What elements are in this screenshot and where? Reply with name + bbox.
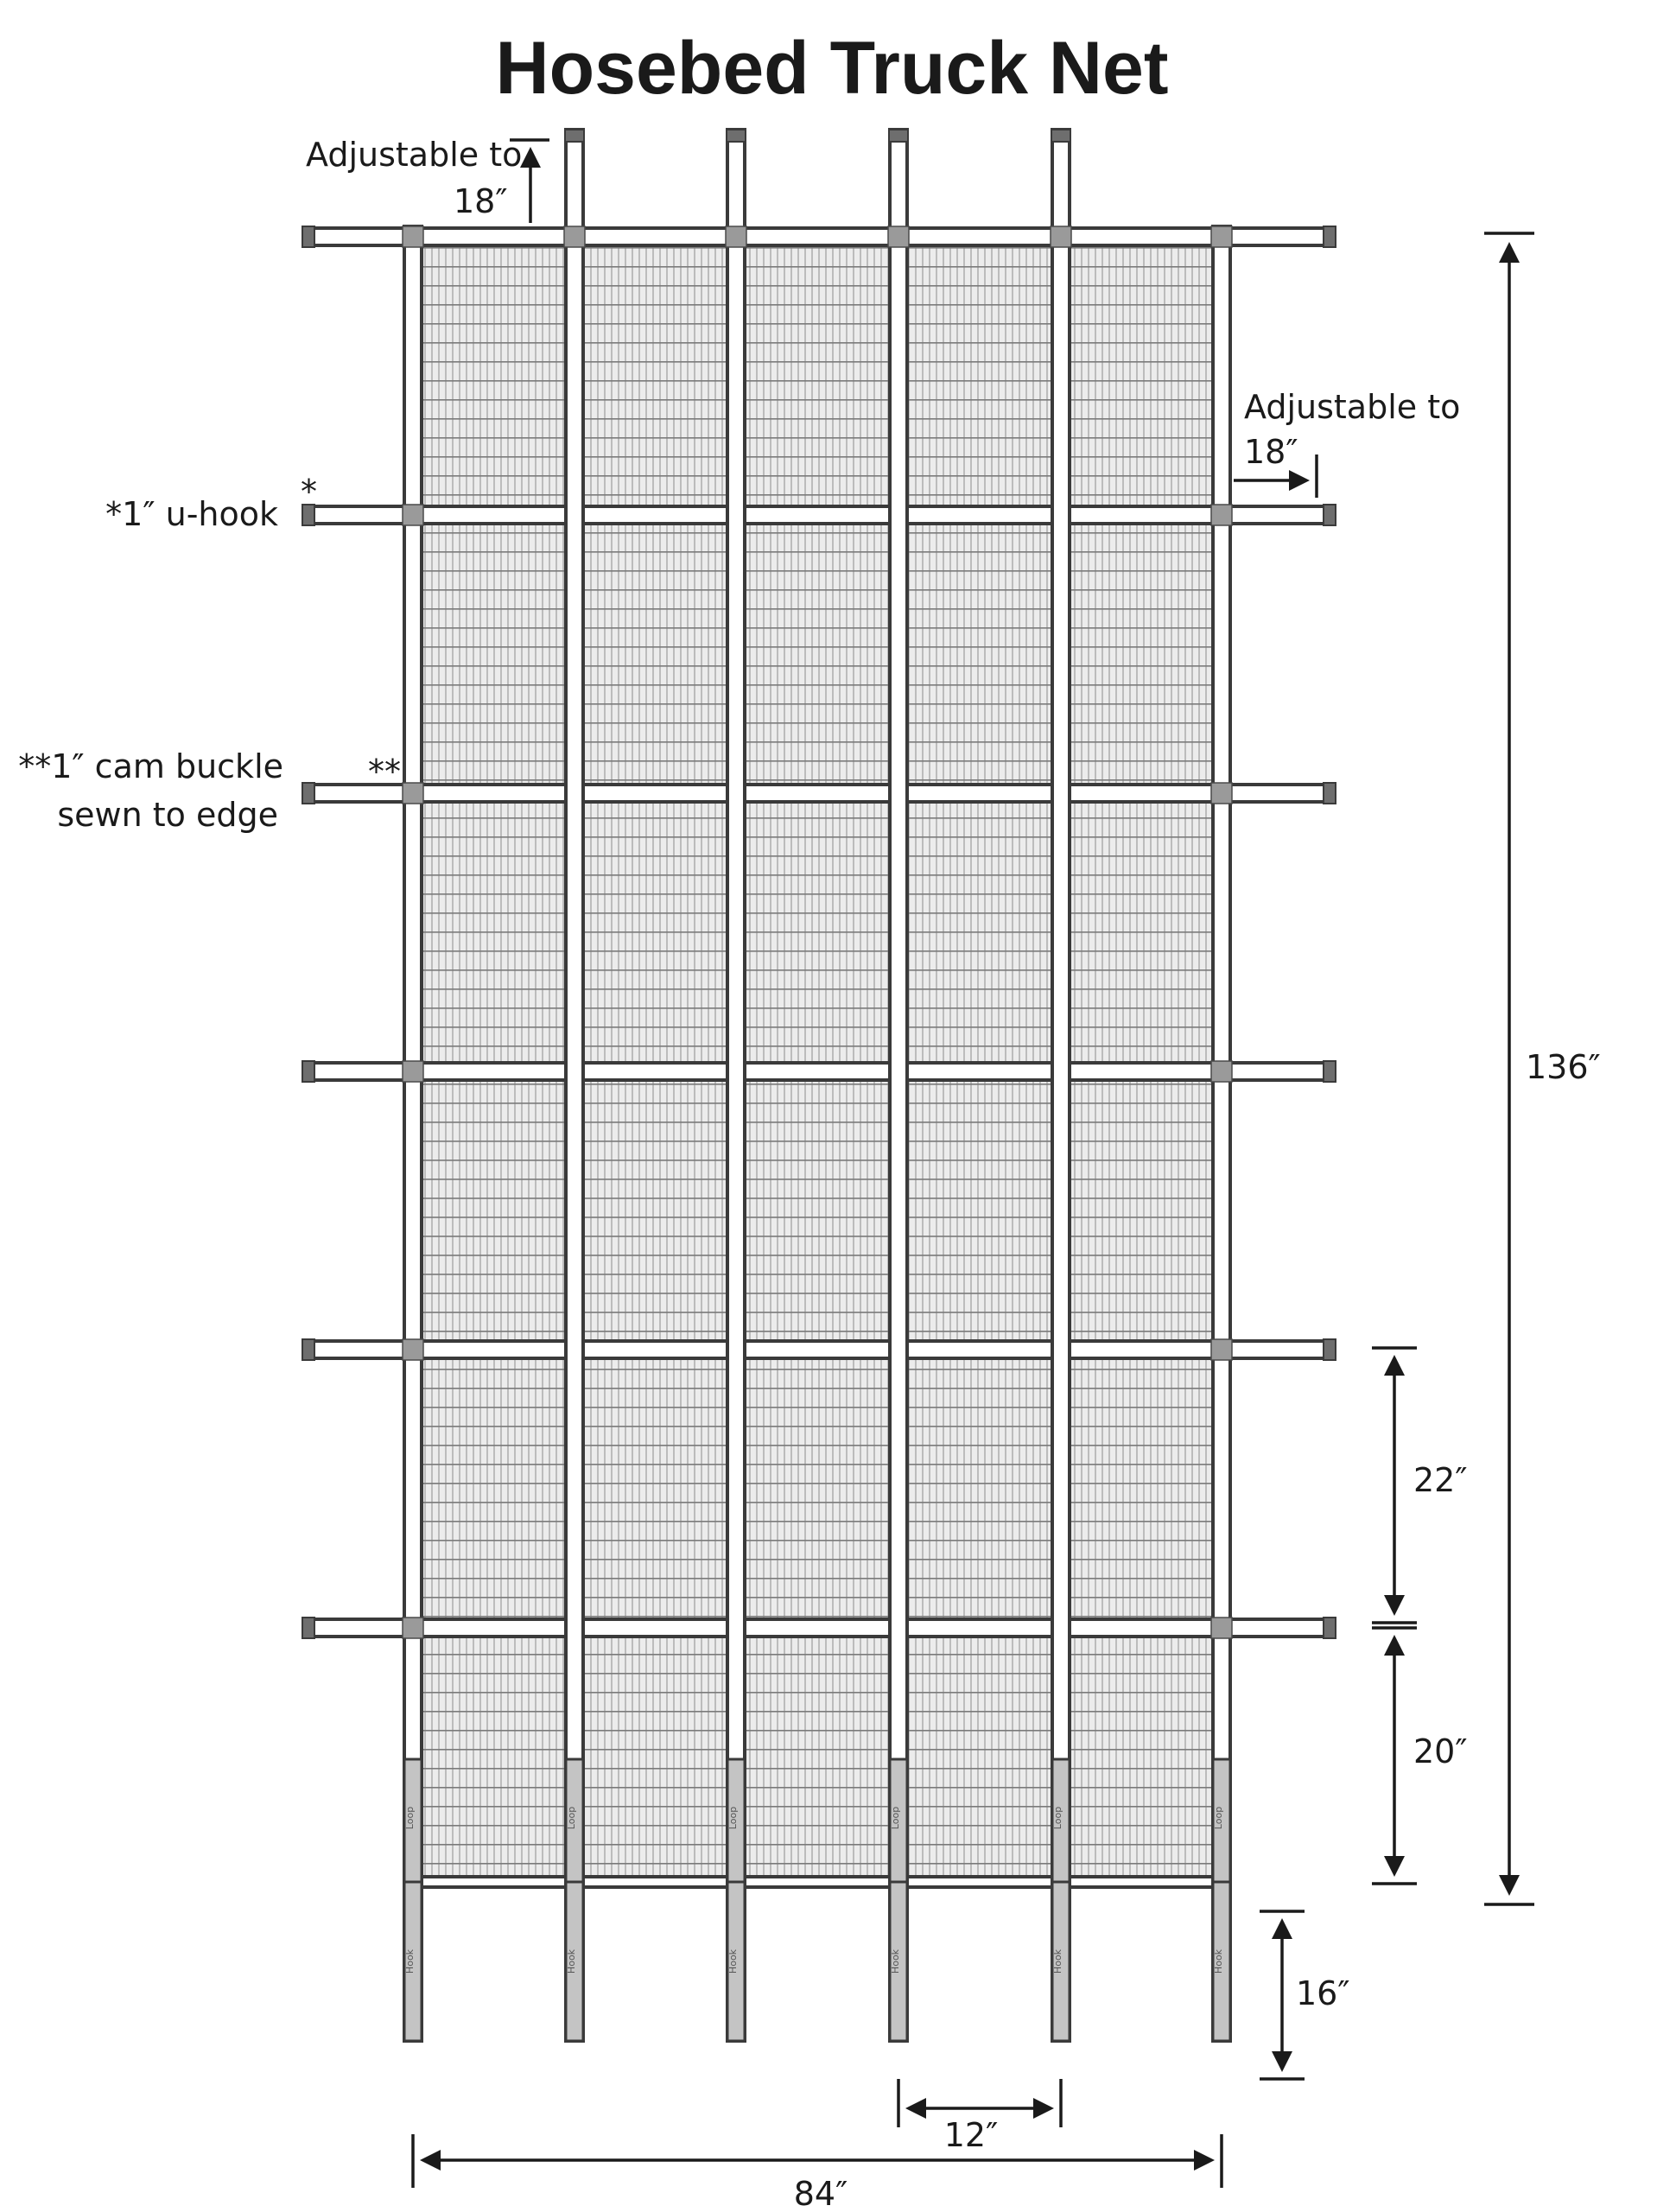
strap-buckle xyxy=(1210,504,1233,526)
vertical-strap xyxy=(1051,128,1071,2043)
adjustable-top-label-line1: Adjustable to xyxy=(306,136,522,174)
strap-buckle xyxy=(402,782,424,804)
loop-sleeve-label: Loop xyxy=(890,1807,901,1829)
strap-buckle xyxy=(1210,782,1233,804)
bottom-section-dimension xyxy=(1372,1626,1417,1885)
right-strap-end-cap xyxy=(1323,504,1336,526)
horizontal-strap xyxy=(309,1061,1329,1082)
strap-buckle xyxy=(402,226,424,248)
strap-spacing-dimension xyxy=(1372,1346,1417,1624)
right-strap-end-cap xyxy=(1323,1617,1336,1639)
strap-buckle xyxy=(402,504,424,526)
strap-buckle xyxy=(887,226,910,248)
strap-buckle xyxy=(402,1617,424,1639)
strap-spacing-label: 22″ xyxy=(1413,1461,1468,1499)
left-strap-end-cap xyxy=(302,1338,315,1361)
width-label: 84″ xyxy=(794,2175,848,2212)
vertical-strap xyxy=(564,128,585,2043)
loop-sleeve-label: Loop xyxy=(1213,1807,1224,1829)
strap-buckle xyxy=(563,226,586,248)
adjustable-right-label-line2: 18″ xyxy=(1244,433,1298,471)
hook-sleeve-label: Hook xyxy=(727,1948,739,1974)
column-spacing-label: 12″ xyxy=(944,2116,999,2154)
column-spacing-dimension xyxy=(897,2079,1063,2127)
vertical-strap-end-cap xyxy=(564,129,585,143)
strap-buckle xyxy=(1210,1617,1233,1639)
adjustable-top-arrow xyxy=(510,138,549,223)
strap-buckle xyxy=(402,1060,424,1083)
strap-buckle xyxy=(1210,226,1233,248)
strap-buckle xyxy=(725,226,747,248)
adjustable-right-label-line1: Adjustable to xyxy=(1244,388,1460,426)
hook-sleeve-label: Hook xyxy=(1052,1948,1063,1974)
hook-sleeve-label: Hook xyxy=(1213,1948,1224,1974)
hook-length-dimension xyxy=(1260,1910,1305,2081)
right-strap-end-cap xyxy=(1323,782,1336,804)
height-dimension-label: 136″ xyxy=(1526,1048,1601,1086)
cam-buckle-label-line2: sewn to edge xyxy=(57,796,278,834)
diagram-title: Hosebed Truck Net xyxy=(496,27,1169,110)
u-hook-marker: * xyxy=(301,473,317,511)
cam-buckle-label-line1: **1″ cam buckle xyxy=(18,747,283,785)
horizontal-strap xyxy=(309,783,1329,804)
bottom-edge-binding xyxy=(411,1875,1223,1889)
strap-buckle xyxy=(1050,226,1072,248)
left-strap-end-cap xyxy=(302,1617,315,1639)
strap-buckle xyxy=(1210,1060,1233,1083)
vertical-strap-end-cap xyxy=(888,129,909,143)
loop-hook-sleeve xyxy=(1211,1758,1232,2043)
loop-sleeve-label: Loop xyxy=(727,1807,739,1829)
horizontal-strap xyxy=(309,226,1329,247)
adjustable-top-label-line2: 18″ xyxy=(454,182,508,220)
loop-hook-sleeve xyxy=(564,1758,585,2043)
loop-sleeve-label: Loop xyxy=(1052,1807,1063,1829)
strap-buckle xyxy=(402,1338,424,1361)
vertical-strap xyxy=(726,128,746,2043)
loop-hook-sleeve xyxy=(726,1758,746,2043)
right-strap-end-cap xyxy=(1323,1060,1336,1083)
hook-length-label: 16″ xyxy=(1296,1974,1350,2012)
adjustable-right-arrow xyxy=(1234,454,1318,498)
loop-hook-sleeve xyxy=(403,1758,423,2043)
horizontal-strap xyxy=(309,1618,1329,1638)
hook-sleeve-label: Hook xyxy=(890,1948,901,1974)
left-strap-end-cap xyxy=(302,1060,315,1083)
left-strap-end-cap xyxy=(302,782,315,804)
vertical-strap xyxy=(888,128,909,2043)
hook-sleeve-label: Hook xyxy=(566,1948,577,1974)
loop-sleeve-label: Loop xyxy=(404,1807,416,1829)
left-strap-end-cap xyxy=(302,504,315,526)
loop-hook-sleeve xyxy=(1051,1758,1071,2043)
right-strap-end-cap xyxy=(1323,226,1336,248)
height-dimension xyxy=(1484,232,1534,1906)
width-dimension xyxy=(411,2134,1223,2188)
horizontal-strap xyxy=(309,505,1329,525)
loop-hook-sleeve xyxy=(888,1758,909,2043)
right-strap-end-cap xyxy=(1323,1338,1336,1361)
vertical-strap-end-cap xyxy=(726,129,746,143)
loop-sleeve-label: Loop xyxy=(566,1807,577,1829)
bottom-section-label: 20″ xyxy=(1413,1732,1468,1770)
vertical-strap-end-cap xyxy=(1051,129,1071,143)
cam-buckle-marker: ** xyxy=(368,753,401,791)
left-strap-end-cap xyxy=(302,226,315,248)
strap-buckle xyxy=(1210,1338,1233,1361)
horizontal-strap xyxy=(309,1339,1329,1360)
u-hook-label: *1″ u-hook xyxy=(105,495,278,533)
hook-sleeve-label: Hook xyxy=(404,1948,416,1974)
